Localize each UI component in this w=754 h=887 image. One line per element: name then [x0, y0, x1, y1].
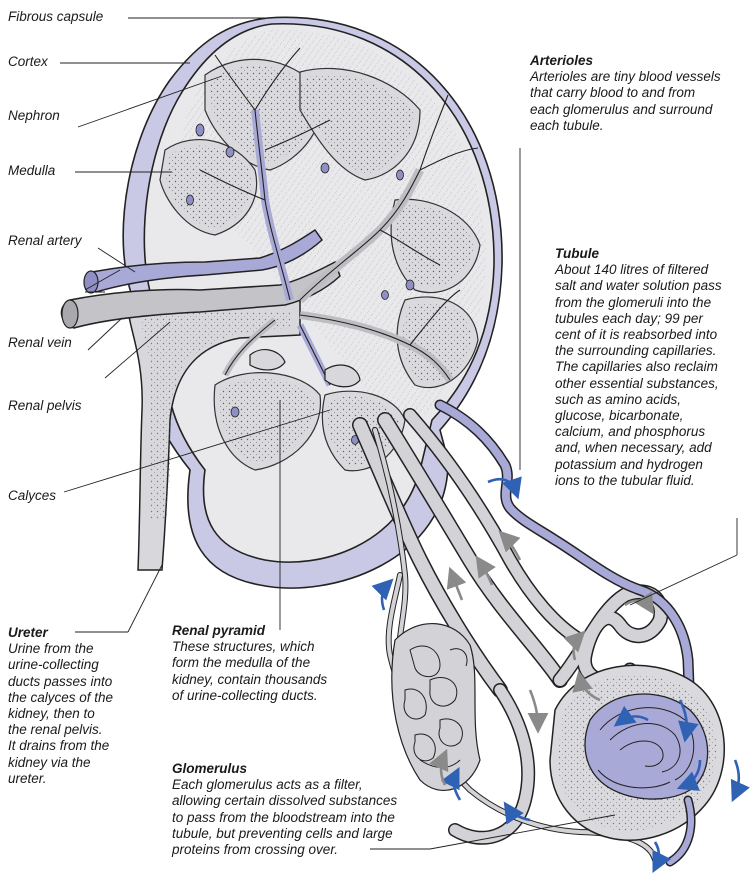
- label-cortex: Cortex: [8, 54, 48, 70]
- callout-tubule: Tubule About 140 litres of filtered salt…: [555, 246, 751, 489]
- label-renal-artery: Renal artery: [8, 233, 82, 249]
- callout-ureter-title: Ureter: [8, 625, 133, 641]
- label-fibrous-capsule: Fibrous capsule: [8, 9, 103, 25]
- callout-tubule-title: Tubule: [555, 246, 751, 262]
- callout-arterioles-body: Arterioles are tiny blood vessels that c…: [530, 69, 750, 134]
- callout-glomerulus-title: Glomerulus: [172, 761, 442, 777]
- callout-ureter-body: Urine from the urine-collecting ducts pa…: [8, 641, 133, 787]
- callout-arterioles: Arterioles Arterioles are tiny blood ves…: [530, 53, 750, 134]
- label-medulla: Medulla: [8, 163, 55, 179]
- callout-renal-pyramid-body: These structures, which form the medulla…: [172, 639, 362, 704]
- callout-arterioles-title: Arterioles: [530, 53, 750, 69]
- callout-renal-pyramid: Renal pyramid These structures, which fo…: [172, 623, 362, 704]
- label-renal-vein: Renal vein: [8, 335, 72, 351]
- callout-ureter: Ureter Urine from the urine-collecting d…: [8, 625, 133, 787]
- label-nephron: Nephron: [8, 108, 60, 124]
- callout-glomerulus: Glomerulus Each glomerulus acts as a fil…: [172, 761, 442, 858]
- callout-renal-pyramid-title: Renal pyramid: [172, 623, 362, 639]
- callout-tubule-body: About 140 litres of filtered salt and wa…: [555, 262, 751, 489]
- label-renal-pelvis: Renal pelvis: [8, 398, 82, 414]
- callout-glomerulus-body: Each glomerulus acts as a filter, allowi…: [172, 777, 442, 858]
- label-calyces: Calyces: [8, 488, 56, 504]
